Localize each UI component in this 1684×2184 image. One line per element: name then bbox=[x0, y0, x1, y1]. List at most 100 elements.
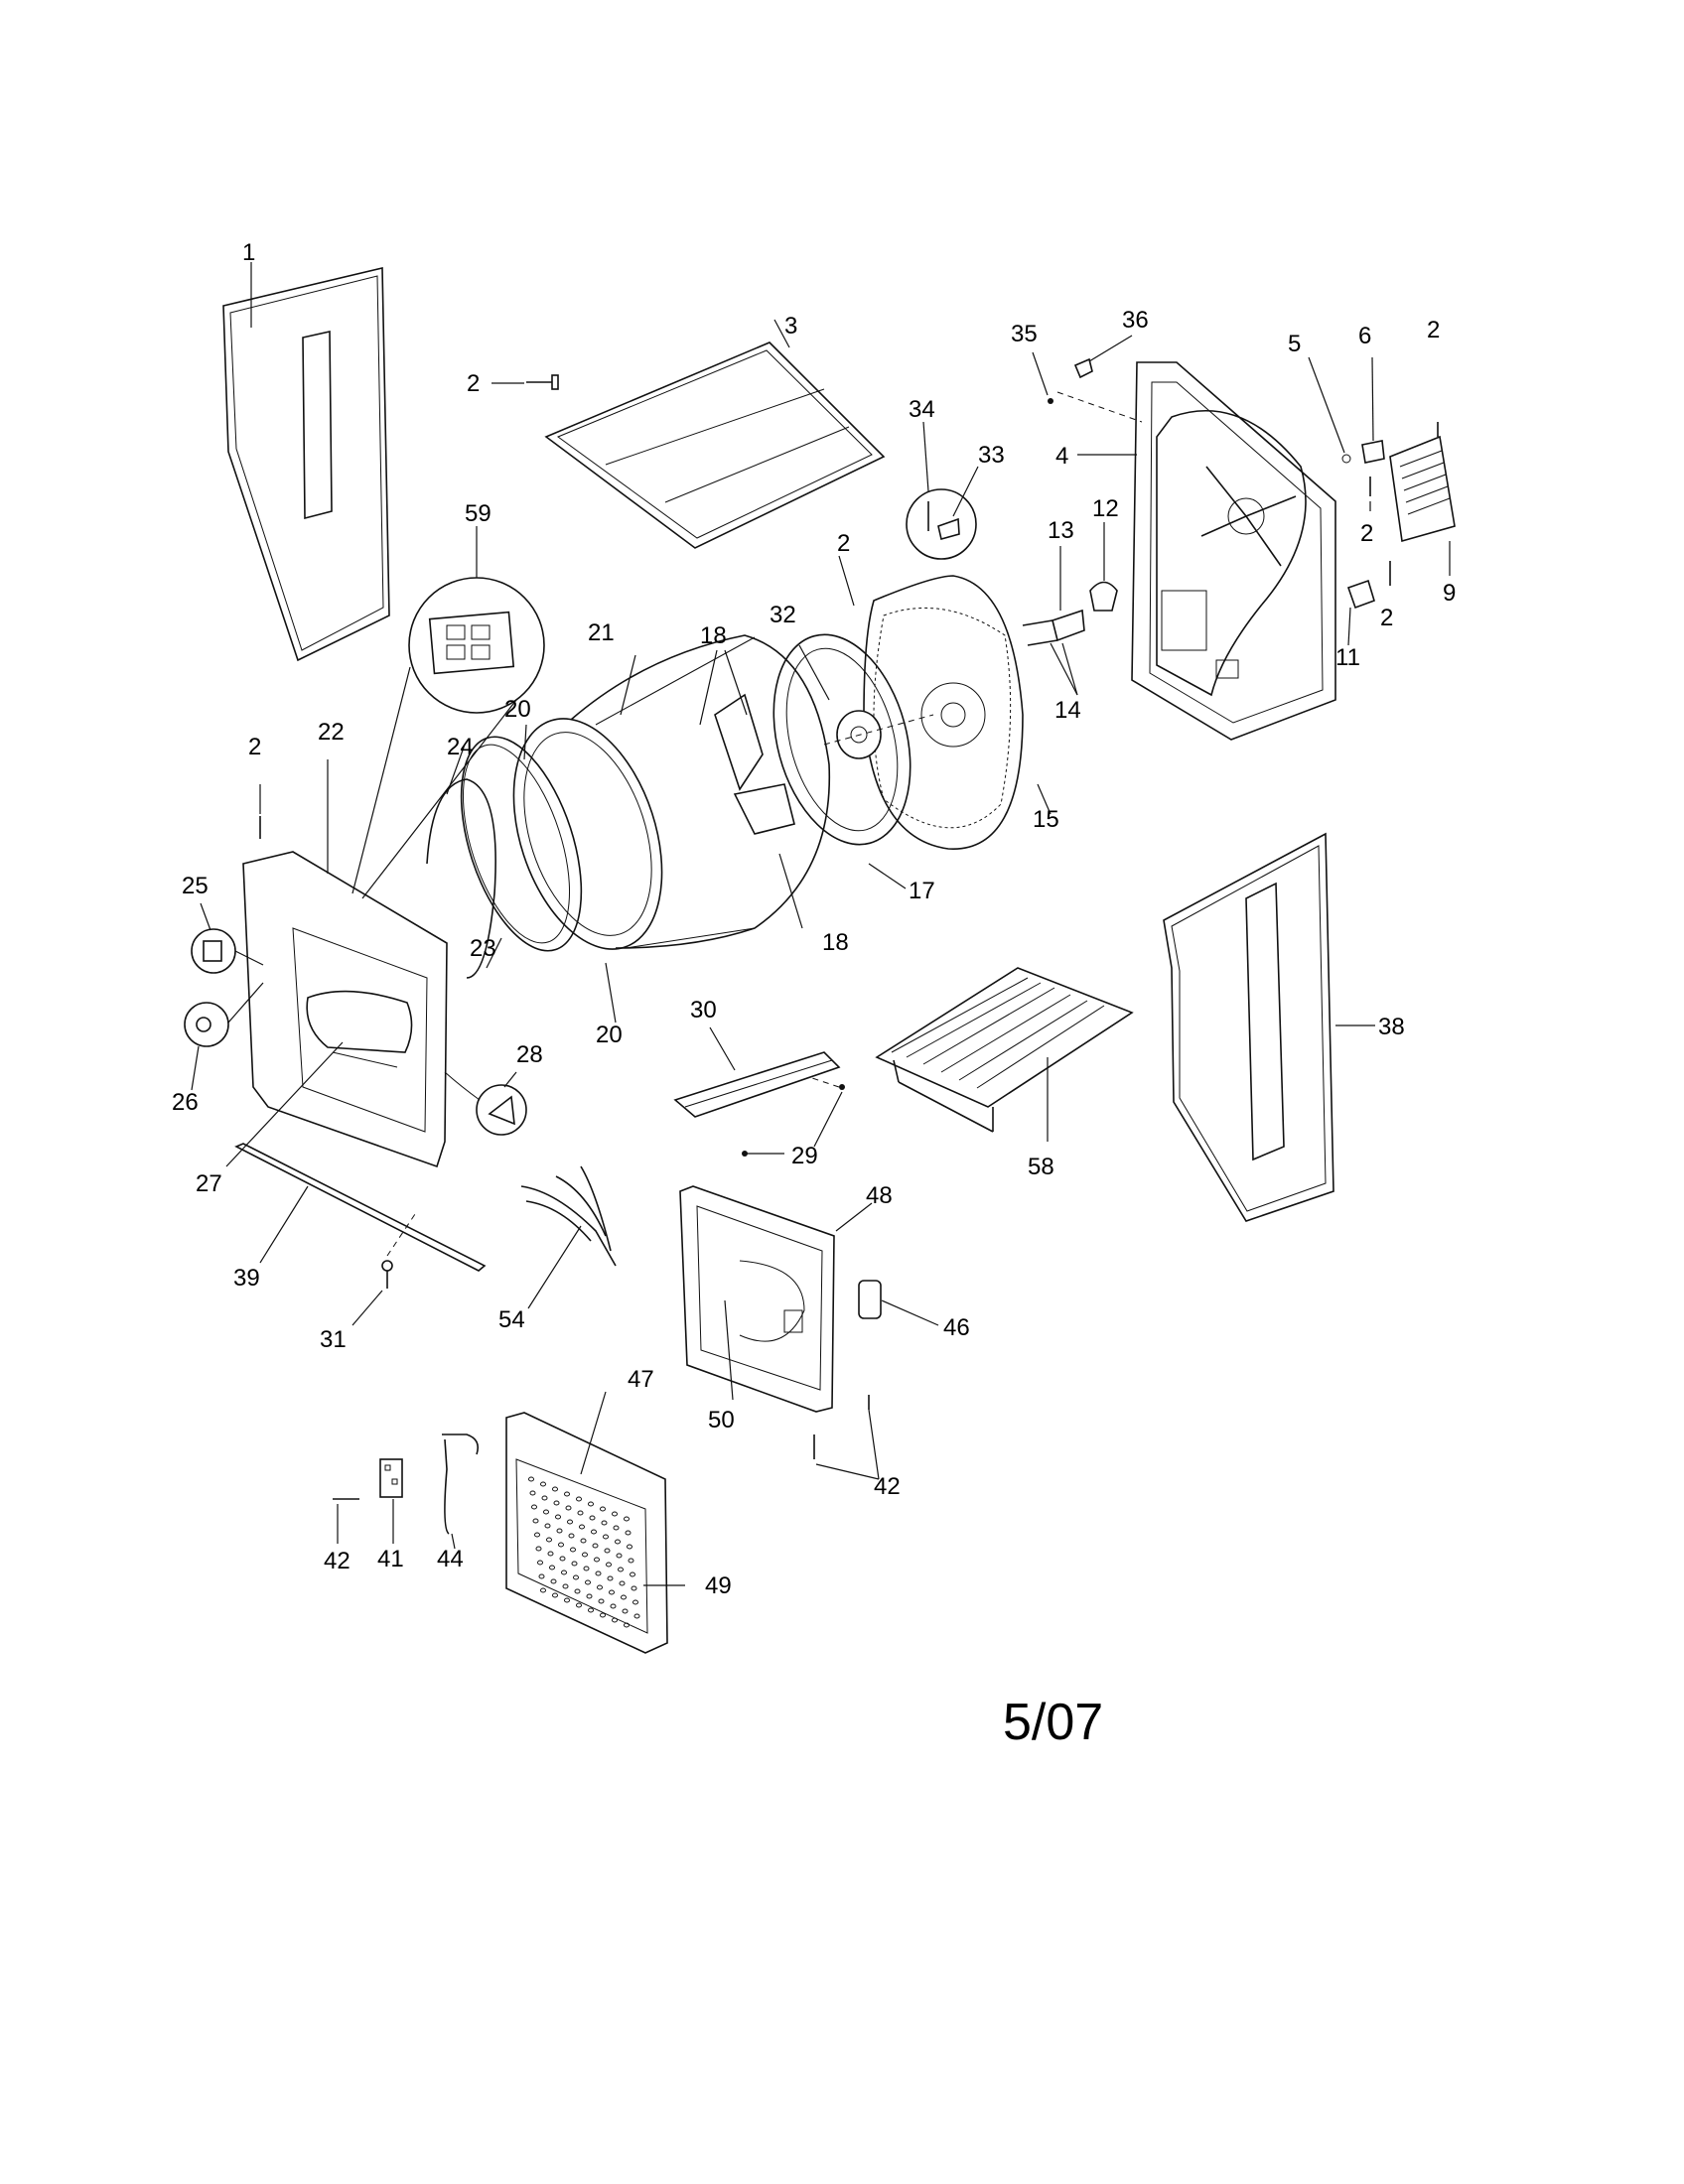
door-perforation-hole bbox=[598, 1598, 605, 1604]
door-perforation-hole bbox=[633, 1613, 640, 1619]
door-perforation-hole bbox=[591, 1529, 597, 1535]
door-perforation-hole bbox=[573, 1574, 579, 1580]
door-perforation-hole bbox=[583, 1566, 590, 1571]
revision-code: 5/07 bbox=[1003, 1694, 1103, 1751]
part-25-detail-circle bbox=[191, 902, 264, 974]
part-38-right-side-panel bbox=[1163, 832, 1375, 1222]
callout-3: 3 bbox=[784, 313, 797, 340]
part-27-lint-filter-leader bbox=[225, 1041, 344, 1167]
door-perforation-hole bbox=[570, 1547, 576, 1553]
part-2-screws-rear bbox=[1369, 422, 1439, 586]
callout-34: 34 bbox=[909, 396, 935, 423]
door-perforation-hole bbox=[568, 1533, 575, 1539]
door-perforation-hole bbox=[534, 1532, 540, 1538]
part-9-vent-cover bbox=[1389, 435, 1456, 576]
door-perforation-hole bbox=[562, 1583, 569, 1589]
callout-28: 28 bbox=[516, 1041, 543, 1068]
door-perforation-hole bbox=[632, 1599, 638, 1605]
part-15-drum-rear-pulley bbox=[863, 575, 1052, 850]
callout-9: 9 bbox=[1443, 580, 1456, 607]
part-21-drum bbox=[512, 634, 831, 950]
door-perforation-hole bbox=[576, 1496, 582, 1502]
door-perforation-hole bbox=[571, 1561, 578, 1567]
part-59-detail-circle bbox=[351, 526, 545, 899]
part-39-trim-strip bbox=[234, 1143, 487, 1272]
door-perforation-hole bbox=[553, 1500, 560, 1506]
door-perforation-hole bbox=[612, 1617, 618, 1623]
door-perforation-hole bbox=[613, 1525, 620, 1531]
door-perforation-hole bbox=[621, 1594, 627, 1600]
door-perforation-hole bbox=[540, 1481, 546, 1487]
callout-15: 15 bbox=[1033, 806, 1059, 833]
door-perforation-hole bbox=[600, 1612, 606, 1618]
callout-13: 13 bbox=[1048, 517, 1074, 544]
door-perforation-hole bbox=[552, 1592, 558, 1598]
callout-48: 48 bbox=[866, 1182, 893, 1209]
door-perforation-hole bbox=[550, 1578, 557, 1584]
door-perforation-hole bbox=[528, 1476, 534, 1482]
part-12-13-14-idler-assembly bbox=[1022, 522, 1118, 696]
door-perforation-hole bbox=[531, 1504, 537, 1510]
door-perforation-hole bbox=[601, 1520, 608, 1526]
door-perforation-hole bbox=[535, 1546, 542, 1552]
callout-46: 46 bbox=[943, 1314, 970, 1341]
callout-49: 49 bbox=[705, 1572, 732, 1599]
door-perforation-hole bbox=[622, 1608, 629, 1614]
door-perforation-hole bbox=[532, 1518, 539, 1524]
callout-33: 33 bbox=[978, 442, 1005, 469]
callout-14: 14 bbox=[1054, 697, 1081, 724]
callout-26: 26 bbox=[172, 1089, 199, 1116]
callout-32: 32 bbox=[770, 602, 796, 628]
part-2-screw-top bbox=[491, 374, 559, 390]
callout-2: 2 bbox=[1427, 317, 1440, 343]
callout-2: 2 bbox=[837, 530, 850, 557]
door-perforation-hole bbox=[582, 1552, 588, 1558]
part-5-6-clip bbox=[1308, 356, 1385, 464]
door-perforation-hole bbox=[561, 1570, 567, 1575]
door-perforation-hole bbox=[604, 1548, 611, 1554]
door-perforation-hole bbox=[618, 1567, 624, 1572]
door-perforation-hole bbox=[627, 1544, 632, 1550]
door-perforation-hole bbox=[576, 1602, 582, 1608]
callout-labels: 1 2 3 35 36 5 6 2 4 34 33 59 2 13 12 2 9… bbox=[172, 239, 1456, 1599]
door-perforation-hole bbox=[540, 1587, 546, 1593]
part-30-bracket bbox=[673, 1026, 841, 1118]
callout-12: 12 bbox=[1092, 495, 1119, 522]
door-perforation-hole bbox=[559, 1556, 566, 1562]
door-perforation-hole bbox=[579, 1524, 585, 1530]
door-perforation-hole bbox=[586, 1593, 593, 1599]
part-47-49-outer-door bbox=[505, 1391, 685, 1654]
part-33-34-detail-circle bbox=[906, 421, 979, 560]
door-perforation-hole bbox=[628, 1558, 634, 1564]
callout-30: 30 bbox=[690, 997, 717, 1024]
part-58-drying-rack bbox=[875, 967, 1134, 1142]
part-41-hinge bbox=[379, 1458, 403, 1544]
callout-24: 24 bbox=[447, 734, 474, 760]
door-perforation-hole bbox=[565, 1505, 572, 1511]
door-perforation-hole bbox=[580, 1538, 587, 1544]
door-perforation-hole bbox=[597, 1584, 603, 1590]
part-11-bracket bbox=[1346, 579, 1375, 646]
part-3-top-panel bbox=[544, 319, 886, 549]
door-perforation-hole bbox=[631, 1585, 637, 1591]
callout-38: 38 bbox=[1378, 1014, 1405, 1040]
door-perforation-hole bbox=[619, 1580, 626, 1586]
part-18-baffle-leaders bbox=[699, 649, 803, 929]
door-perforation-hole bbox=[564, 1597, 570, 1603]
door-perforation-hole bbox=[595, 1570, 602, 1576]
door-perforation-hole bbox=[538, 1573, 545, 1579]
callout-31: 31 bbox=[320, 1326, 347, 1353]
door-perforation-hole bbox=[624, 1622, 630, 1628]
callout-59: 59 bbox=[465, 500, 491, 527]
callout-20: 20 bbox=[596, 1022, 623, 1048]
door-perforation-hole bbox=[625, 1530, 632, 1536]
part-17-32-seal-plate bbox=[772, 555, 934, 889]
callout-47: 47 bbox=[628, 1366, 654, 1393]
door-perforation-hole bbox=[624, 1516, 630, 1522]
part-1-left-side-panel bbox=[222, 262, 390, 662]
callout-25: 25 bbox=[182, 873, 209, 899]
door-perforation-hole bbox=[603, 1534, 609, 1540]
door-perforation-hole bbox=[616, 1553, 623, 1559]
door-perforation-hole bbox=[588, 1501, 594, 1507]
